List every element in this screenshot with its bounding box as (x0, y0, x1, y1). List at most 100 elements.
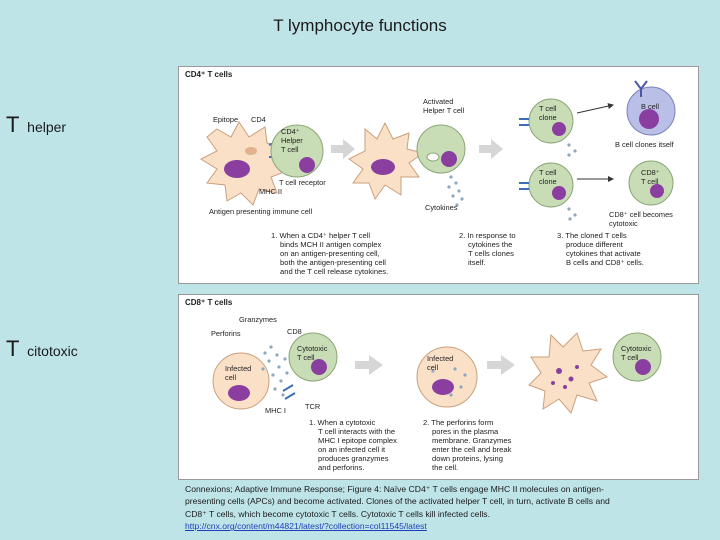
label-helper-2: Helper (281, 136, 303, 145)
activated-nucleus (441, 151, 457, 167)
cd4-step3-line3: cytokines that activate (566, 249, 641, 258)
clone-receptors (519, 118, 529, 190)
label-clone1-2: clone (539, 113, 557, 122)
tcr-mhc1-complex (282, 384, 296, 400)
label-cyto1-1: Cytotoxic (297, 344, 328, 353)
label-b-clones: B cell clones itself (615, 140, 675, 149)
arrow-to-b-cell (576, 103, 614, 114)
cd8-step2-line5: down proteins, lysing (432, 454, 503, 463)
label-helper-3: T cell (281, 145, 299, 154)
cd4-panel-header: CD4⁺ T cells (185, 70, 233, 79)
cd4-step1-line4: both the antigen-presenting cell (280, 258, 386, 267)
t-helper-sub: helper (27, 119, 67, 135)
flow-arrow-1 (331, 139, 355, 159)
clone2-nucleus (552, 186, 566, 200)
cd4-step2-line2: cytokines the (468, 240, 512, 249)
cd4-step1-line2: binds MCH II antigen complex (280, 240, 381, 249)
cd8-step1-line1: 1. When a cytotoxic (309, 418, 375, 427)
t-cytotoxic-main: T (6, 336, 20, 361)
clone-cytokine-dots (567, 143, 577, 221)
caption-line-3: CD8⁺ T cells, which become cytotoxic T c… (185, 508, 490, 519)
label-infected2-1: Infected (427, 354, 453, 363)
label-infected1-1: Infected (225, 364, 251, 373)
infected-cell-2 (416, 346, 478, 408)
cd8-step2-line3: membrane. Granzymes (432, 436, 512, 445)
t-helper-main: T (6, 112, 20, 137)
cd4-step2-line4: itself. (468, 258, 486, 267)
cd4-step3-line2: produce different (566, 240, 624, 249)
cd4-step3-line1: 3. The cloned T cells (557, 231, 627, 240)
caption-line-1: Connexions; Adaptive Immune Response; Fi… (185, 484, 604, 494)
cd8-flow-arrow-1 (355, 355, 383, 375)
label-cd8: CD8 (287, 327, 302, 336)
label-granzymes: Granzymes (239, 315, 277, 324)
b-cell-nucleus (639, 109, 659, 129)
cd8-panel-header: CD8⁺ T cells (185, 298, 233, 307)
cytotoxic2-nucleus (635, 359, 651, 375)
label-activated-2: Helper T cell (423, 106, 465, 115)
cd8-step2-line1: 2. The perforins form (423, 418, 493, 427)
cd8-nucleus (650, 184, 664, 198)
caption-source-link[interactable]: http://cnx.org/content/m44821/latest/?co… (185, 521, 427, 532)
t-cytotoxic-sub: citotoxic (27, 343, 78, 359)
label-b-cell: B cell (641, 102, 659, 111)
label-apc: Antigen presenting immune cell (209, 207, 312, 216)
cd8-step1-line4: on an infected cell it (318, 445, 386, 454)
label-cd8-2: T cell (641, 177, 659, 186)
label-cd8-becomes-1: CD8⁺ cell becomes (609, 210, 673, 219)
lysed-fragments (551, 365, 579, 389)
label-cyto1-2: T cell (297, 353, 315, 362)
apc-nucleus (224, 160, 250, 178)
label-epitope: Epitope (213, 115, 238, 124)
cd4-panel: CD4⁺ T cells (178, 66, 699, 284)
label-helper-1: CD4⁺ (281, 127, 300, 136)
cd8-step2-line4: enter the cell and break (432, 445, 512, 454)
label-cd8-becomes-2: cytotoxic (609, 219, 638, 228)
label-clone2-1: T cell (539, 168, 557, 177)
cd8-step1-line6: and perforins. (318, 463, 364, 472)
infected2-dots (431, 367, 467, 397)
cytotoxic1-nucleus (311, 359, 327, 375)
caption-line-2: presenting cells (APCs) and become activ… (185, 496, 610, 507)
label-mhc2: MHC II (259, 187, 282, 196)
t-helper-label: T helper (6, 112, 66, 138)
cd8-step1-line5: produces granzymes (318, 454, 389, 463)
label-cd8-1: CD8⁺ (641, 168, 660, 177)
cd4-step1-line5: and the T cell release cytokines. (280, 267, 388, 276)
apc2-nucleus (371, 159, 395, 175)
cd8-flow-arrow-2 (487, 355, 515, 375)
cd4-diagram: Epitope CD4 CD4⁺ Helper T cell T cell re… (199, 80, 676, 276)
cytokine-dots (447, 175, 464, 207)
lysed-cell (528, 332, 609, 414)
figure-caption: Connexions; Adaptive Immune Response; Fi… (185, 483, 695, 533)
label-cytokines: Cytokines (425, 203, 458, 212)
label-infected1-2: cell (225, 373, 236, 382)
label-cyto2-1: Cytotoxic (621, 344, 652, 353)
infected2-nucleus (432, 379, 454, 395)
helper-nucleus (299, 157, 315, 173)
cd8-step2-line2: pores in the plasma (432, 427, 499, 436)
cd4-step1-line1: 1. When a CD4⁺ helper T cell (271, 231, 370, 240)
label-activated-1: Activated (423, 97, 453, 106)
infected-cell-1 (212, 352, 270, 410)
apc-vesicle (245, 147, 257, 155)
cd4-step2-line1: 2. In response to (459, 231, 516, 240)
cd8-panel: CD8⁺ T cells (178, 294, 699, 480)
infected1-nucleus (228, 385, 250, 401)
label-perforins: Perforins (211, 329, 241, 338)
label-mhc1: MHC I (265, 406, 286, 415)
label-tcr: T cell receptor (279, 178, 326, 187)
cd8-diagram: Granzymes Perforins CD8 Cytotoxic T cell… (211, 315, 662, 472)
antibody-icon (634, 80, 648, 97)
flow-arrow-2 (479, 139, 503, 159)
label-clone2-2: clone (539, 177, 557, 186)
label-tcr: TCR (305, 402, 320, 411)
activated-vesicle (426, 152, 440, 162)
label-cyto2-2: T cell (621, 353, 639, 362)
cd8-step1-line2: T cell interacts with the (318, 427, 395, 436)
label-cd4: CD4 (251, 115, 266, 124)
cd4-step1-line3: on an antigen-presenting cell, (280, 249, 380, 258)
label-clone1-1: T cell (539, 104, 557, 113)
clone1-nucleus (552, 122, 566, 136)
cd8-step1-line3: MHC I epitope complex (318, 436, 397, 445)
